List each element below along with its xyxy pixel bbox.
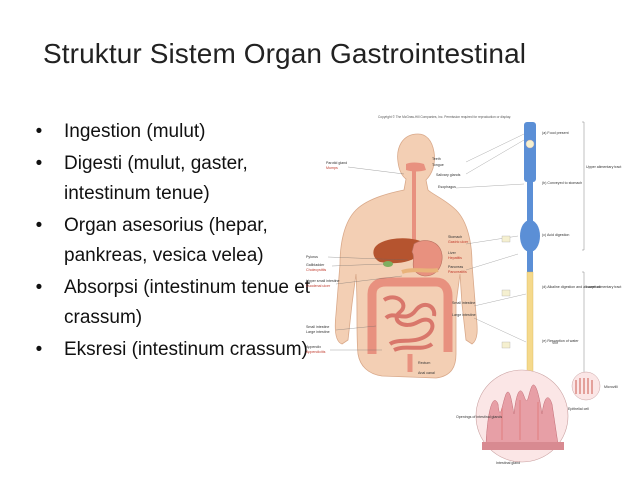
label-food-present: (a) Food present <box>542 131 569 135</box>
villi-magnification <box>475 369 569 463</box>
sample-box <box>501 341 511 349</box>
food-ball <box>525 139 535 149</box>
bullet-icon: • <box>35 121 43 142</box>
label-pancreas: Pancreas <box>448 265 463 269</box>
copyright-text: Copyright © The McGraw-Hill Companies, I… <box>378 115 511 119</box>
bullet-text: Eksresi (intestinum crassum) <box>64 339 308 360</box>
bullet-icon: • <box>35 277 43 298</box>
label-conveyed-to-stomach: (b) Conveyed to stomach <box>542 181 582 185</box>
label-rectum: Rectum <box>418 361 430 365</box>
label-mumps: Mumps <box>326 166 338 170</box>
bullet-icon: • <box>35 153 43 174</box>
label-alkaline-digestion: (d) Alkaline digestion and absorption <box>542 285 600 289</box>
label-duodenal-ulcer: Duodenal ulcer <box>306 284 331 288</box>
bullet-text: Absorpsi (intestinum tenue et crassum) <box>64 277 311 328</box>
stomach-shape <box>411 240 443 277</box>
label-tongue: Tongue <box>432 163 444 167</box>
digestive-diagram: Copyright © The McGraw-Hill Companies, I… <box>306 115 621 465</box>
label-parotid-gland: Parotid gland <box>326 161 347 165</box>
liver-shape <box>373 238 426 264</box>
label-acid-digestion: (c) Acid digestion <box>542 233 569 237</box>
bullet-item: • Organ asesorius (hepar, pankreas, vesic… <box>28 211 313 271</box>
large-intestine-shape <box>367 277 453 354</box>
label-gastric-ulcer: Gastric ulcer <box>448 240 469 244</box>
page-title: Struktur Sistem Organ Gastrointestinal <box>43 38 527 69</box>
label-stomach: Stomach <box>448 235 462 239</box>
gallbladder-shape <box>383 261 393 267</box>
sample-box <box>501 289 511 297</box>
label-liver: Liver <box>448 251 457 255</box>
label-anal-canal: Anal canal <box>418 371 435 375</box>
label-hepatitis: Hepatitis <box>448 256 462 260</box>
bullet-text: Organ asesorius (hepar, pankreas, vesica… <box>64 215 268 266</box>
bullet-list: • Ingestion (mulut) • Digesti (mulut, gast… <box>28 117 313 367</box>
label-cholecystitis: Cholecystitis <box>306 268 326 272</box>
label-large-intestine-mid: Large intestine <box>452 313 476 317</box>
label-intestinal-gland: Intestinal gland <box>496 461 520 465</box>
label-appendix: Appendix <box>306 345 321 349</box>
bullet-item: • Ingestion (mulut) <box>28 117 313 147</box>
pancreas-shape <box>401 268 439 274</box>
label-epithelial-cell: Epithelial cell <box>568 407 589 411</box>
label-large-intestine-left: Large intestine <box>306 330 330 334</box>
label-villi: Villi <box>552 341 558 345</box>
label-microvilli: Microvilli <box>604 385 618 389</box>
sample-box <box>501 235 511 243</box>
microvilli-magnification <box>571 371 601 401</box>
left-labels: Parotid gland Mumps Pylorus Gallbladder … <box>306 161 409 354</box>
small-intestine-shape <box>382 295 437 352</box>
bullet-icon: • <box>35 215 43 236</box>
label-teeth: Teeth <box>432 157 441 161</box>
label-small-intestine-left: Small intestine <box>306 325 329 329</box>
label-upper-alimentary-tract: Upper alimentary tract <box>586 165 621 169</box>
mouth-cavity <box>406 162 426 172</box>
digestive-system-figure: Copyright © The McGraw-Hill Companies, I… <box>306 104 624 474</box>
label-salivary-glands: Salivary glands <box>436 173 461 177</box>
bullet-text: Digesti (mulut, gaster, intestinum tenue… <box>64 153 248 204</box>
label-pylorus: Pylorus <box>306 255 318 259</box>
bullet-item: • Eksresi (intestinum crassum) <box>28 335 313 365</box>
right-labels: (a) Food present (b) Conveyed to stomach… <box>542 121 621 393</box>
label-appendicitis: Appendicitis <box>306 350 326 354</box>
bottom-labels: Openings of intestinal glands Intestinal… <box>456 341 618 465</box>
label-lower-alimentary-tract: Lower alimentary tract <box>586 285 621 289</box>
label-esophagus: Esophagus <box>438 185 456 189</box>
bullet-icon: • <box>35 339 43 360</box>
bullet-text: Ingestion (mulut) <box>64 121 206 142</box>
label-gallbladder: Gallbladder <box>306 263 325 267</box>
middle-labels: Teeth Tongue Salivary glands Esophagus S… <box>418 157 476 375</box>
bullet-item: • Absorpsi (intestinum tenue et crassum) <box>28 273 313 333</box>
connector-lines <box>455 133 527 343</box>
label-small-intestine-mid: Small intestine <box>452 301 475 305</box>
bullet-item: • Digesti (mulut, gaster, intestinum tenu… <box>28 149 313 209</box>
label-openings-intestinal-glands: Openings of intestinal glands <box>456 415 502 419</box>
label-pancreatitis: Pancreatitis <box>448 270 467 274</box>
alimentary-tract-tube <box>520 122 540 393</box>
label-resorption-of-water: (e) Resorption of water <box>542 339 579 343</box>
label-upper-small-intestine: Upper small intestine <box>306 279 340 283</box>
